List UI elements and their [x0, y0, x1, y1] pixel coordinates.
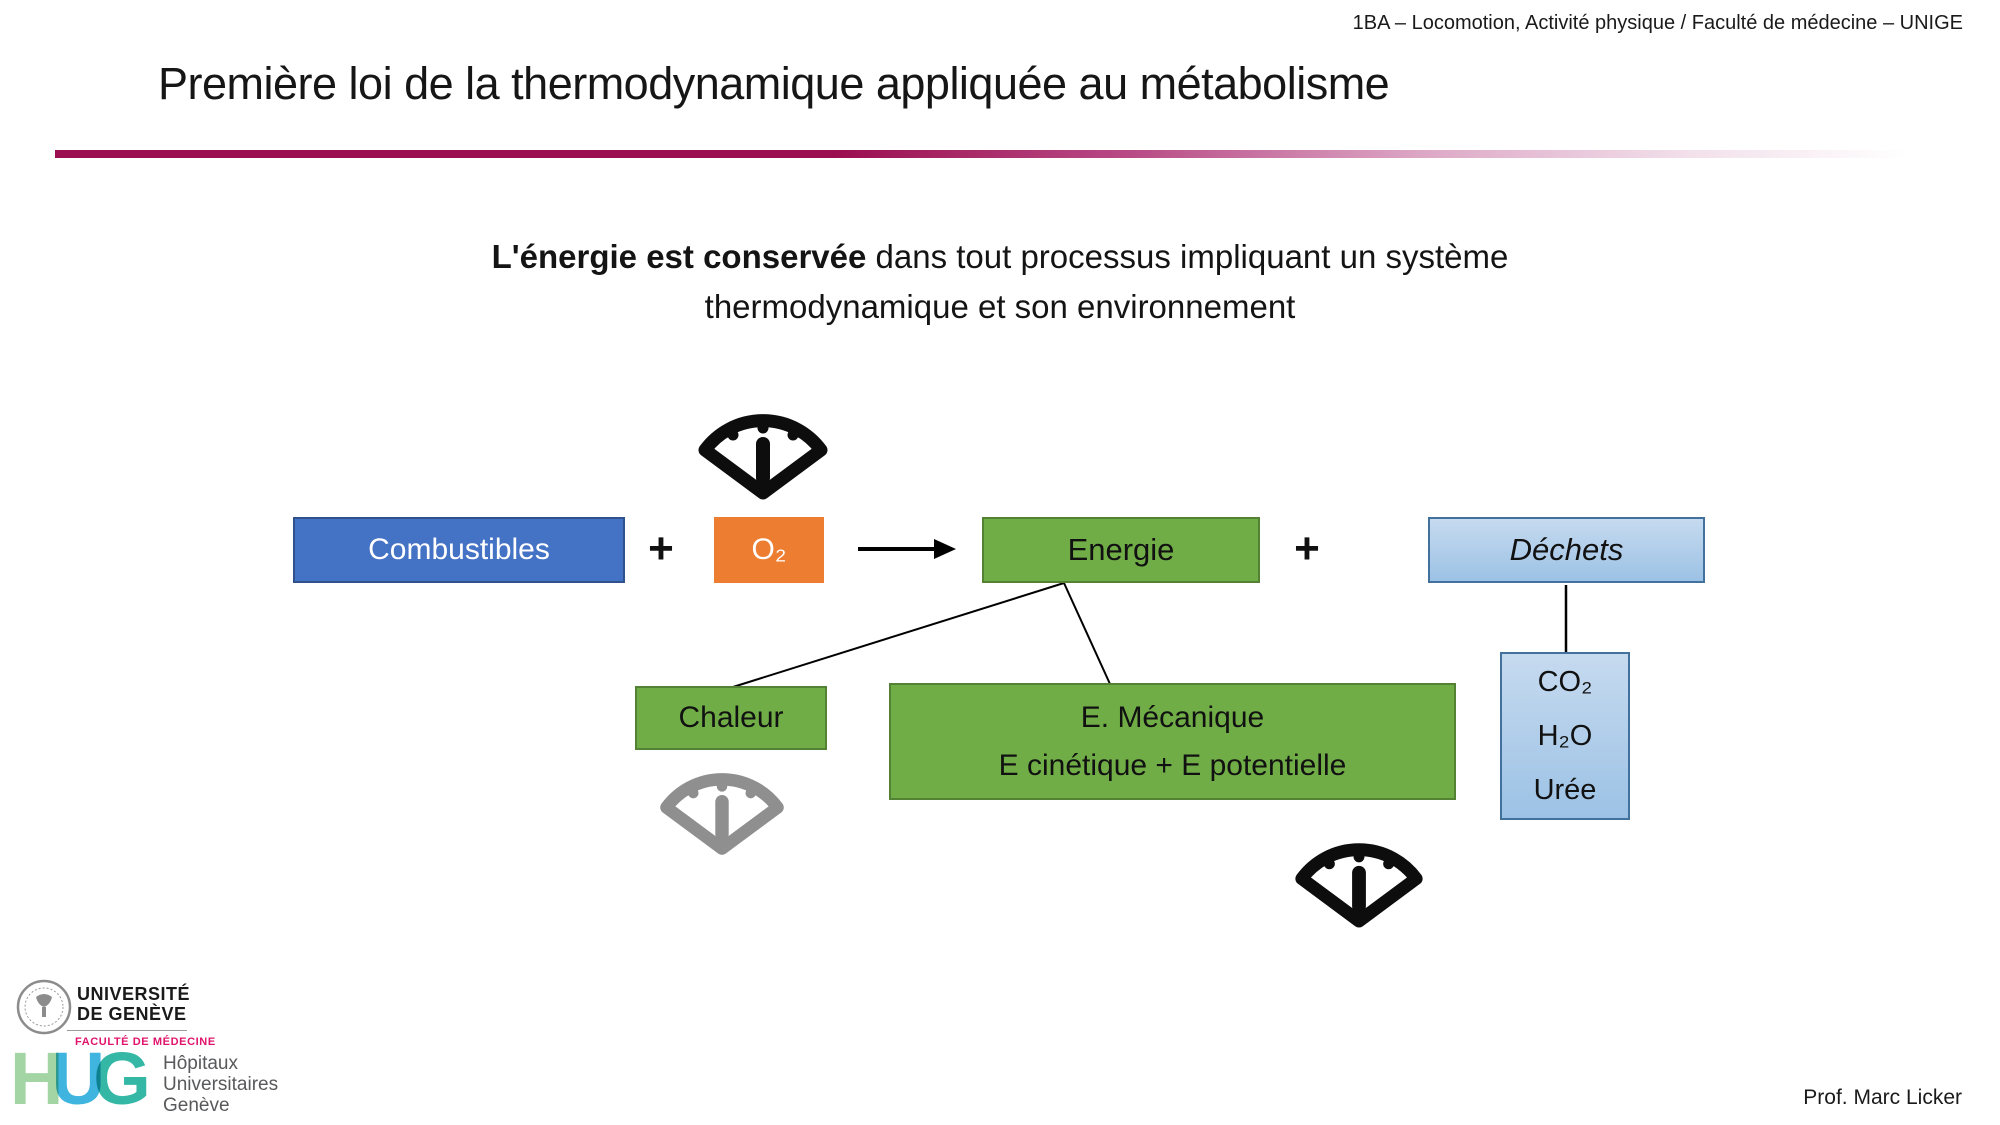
energie-box: Energie	[982, 517, 1260, 583]
waste-line-uree: Urée	[1533, 774, 1597, 806]
title-divider	[55, 150, 1907, 158]
plus-sign: +	[648, 524, 674, 573]
statement-line1: L'énergie est conservée dans tout proces…	[0, 232, 2000, 282]
hug-name2: Universitaires	[163, 1074, 279, 1095]
mecanique-box: E. Mécanique E cinétique + E potentielle	[889, 683, 1456, 800]
mecanique-line1: E. Mécanique	[1080, 700, 1265, 734]
hug-logo: HUG	[10, 1042, 151, 1116]
author-credit: Prof. Marc Licker	[1803, 1086, 1962, 1109]
waste-line-h2o: H₂O	[1537, 720, 1593, 752]
statement-text: L'énergie est conservée dans tout proces…	[0, 232, 2000, 332]
hug-name3: Genève	[163, 1095, 230, 1116]
unige-line2: DE GENÈVE	[77, 1004, 187, 1024]
dechets-box: Déchets	[1428, 517, 1705, 583]
statement-bold: L'énergie est conservée	[491, 238, 867, 275]
hug-letter-h: H	[10, 1037, 63, 1120]
plus-sign: +	[1294, 524, 1320, 573]
waste-box: CO₂ H₂O Urée	[1500, 652, 1630, 820]
unige-logo-text: UNIVERSITÉ DE GENÈVE	[77, 984, 190, 1024]
page-title: Première loi de la thermodynamique appli…	[158, 58, 1390, 109]
combustibles-box: Combustibles	[293, 517, 625, 583]
unige-seal-logo	[16, 979, 72, 1035]
statement-line2: thermodynamique et son environnement	[704, 288, 1296, 325]
unige-faculty-label: FACULTÉ DE MÉDECINE	[75, 1036, 216, 1048]
hug-name1: Hôpitaux	[163, 1053, 238, 1074]
reaction-arrow	[858, 539, 956, 559]
unige-divider	[67, 1030, 187, 1031]
gauge-icon	[650, 772, 794, 863]
unige-line1: UNIVERSITÉ	[77, 984, 191, 1004]
hug-letter-g: G	[93, 1037, 151, 1120]
mecanique-line2: E cinétique + E potentielle	[998, 748, 1347, 782]
o2-box: O₂	[714, 517, 824, 583]
statement-rest: dans tout processus impliquant un systèm…	[866, 238, 1509, 275]
chaleur-box: Chaleur	[635, 686, 827, 750]
waste-line-co2: CO₂	[1537, 666, 1593, 698]
hug-letter-u: U	[51, 1037, 105, 1120]
gauge-icon	[1285, 842, 1433, 936]
hug-logo-text: Hôpitaux Universitaires Genève	[163, 1053, 278, 1116]
gauge-icon	[688, 413, 838, 508]
course-header: 1BA – Locomotion, Activité physique / Fa…	[1352, 12, 1963, 34]
